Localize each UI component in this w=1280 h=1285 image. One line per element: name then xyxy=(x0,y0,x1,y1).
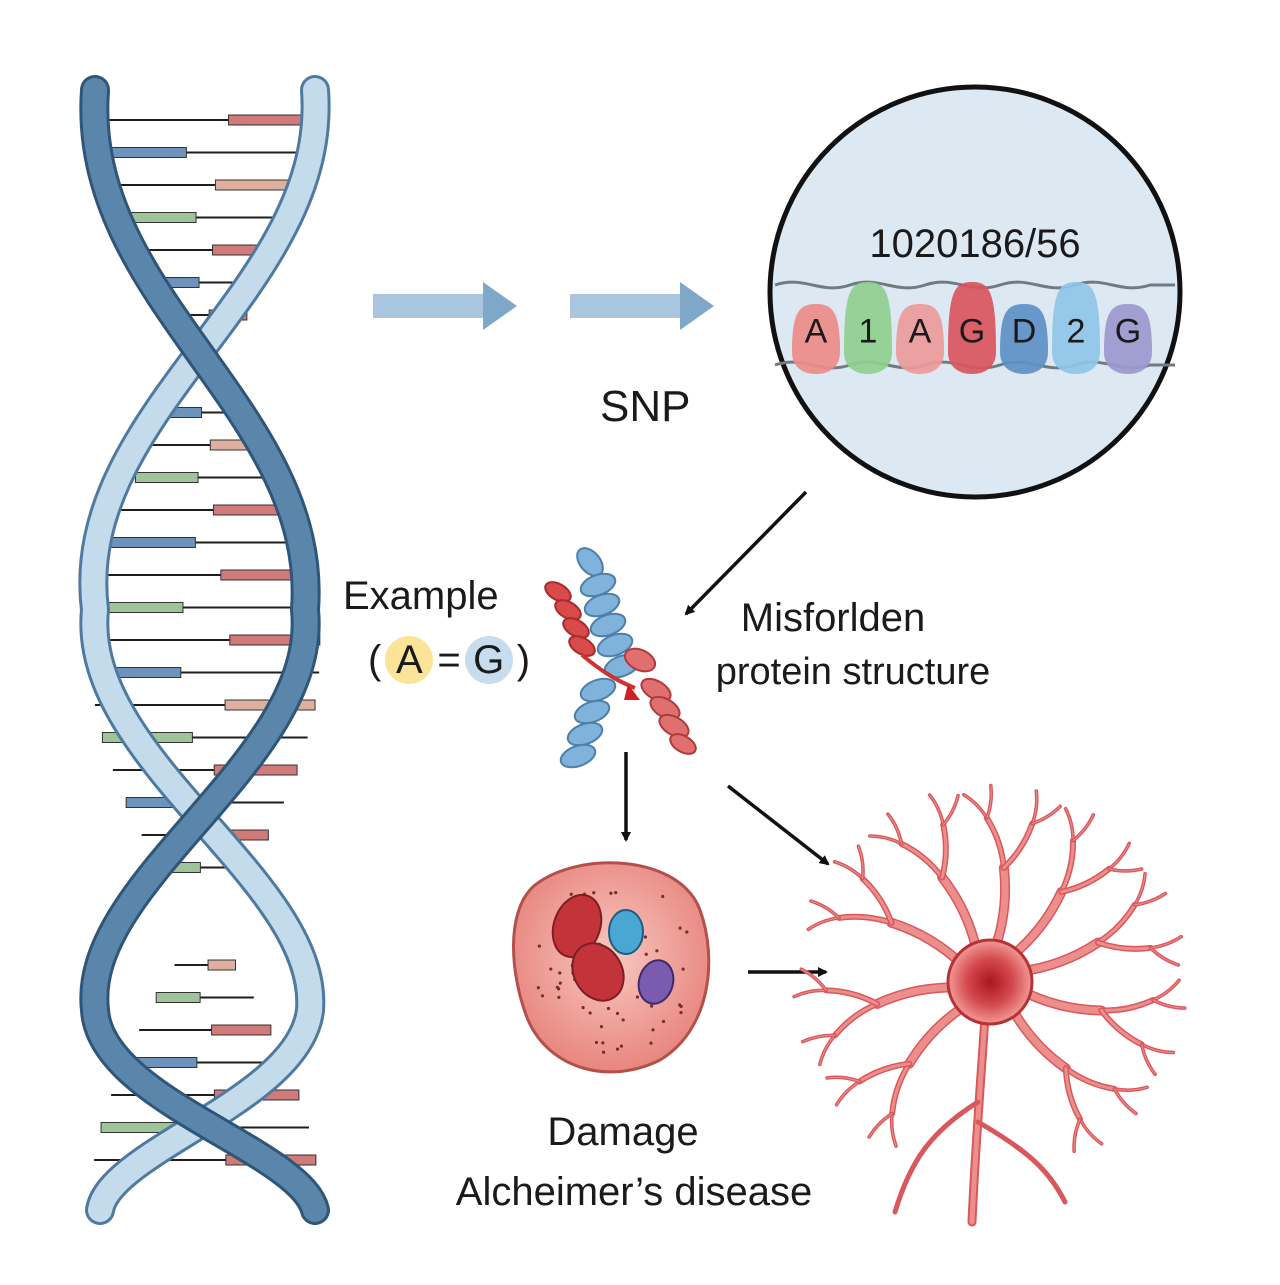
nucleotide-base xyxy=(1104,304,1152,374)
snp-zoom-circle xyxy=(767,84,1183,500)
misfolded-protein-icon xyxy=(544,547,697,769)
damage-label: Damage xyxy=(547,1110,699,1154)
snp-label: SNP xyxy=(600,382,691,431)
nucleotide-letter: G xyxy=(958,312,986,351)
nucleotide-base xyxy=(1052,282,1100,374)
base-pair-segment xyxy=(211,1024,272,1036)
misfolded-label-line1: Misforlden xyxy=(740,596,926,640)
snp-id-text: 1020186/56 xyxy=(869,222,1081,266)
snp-arrow-2 xyxy=(570,282,714,330)
base-pair-segment xyxy=(134,472,199,483)
nucleotide-letter: 1 xyxy=(858,312,878,351)
disease-label: Alcheimer’s disease xyxy=(455,1170,813,1214)
nucleotide-letter: A xyxy=(804,312,828,351)
dna-base-pairs xyxy=(90,114,321,1166)
flow-arrows xyxy=(621,490,830,977)
allele-g-badge: G xyxy=(464,636,513,684)
misfolded-label-line2: protein structure xyxy=(715,651,991,693)
nucleotide-letter: D xyxy=(1011,312,1037,351)
paren-open: ( xyxy=(368,637,382,682)
allele-a-badge: A xyxy=(385,636,434,684)
nucleotide-letter: G xyxy=(1114,312,1142,351)
base-pair-segment xyxy=(155,992,201,1003)
snp-arrow-1 xyxy=(373,282,517,330)
neuron-icon xyxy=(792,783,1187,1227)
base-pair-segment xyxy=(108,537,196,548)
dna-double-helix xyxy=(78,75,331,1225)
nucleotide-letter: A xyxy=(908,312,932,351)
example-equation: ( A = G ) xyxy=(368,636,530,684)
nucleotide-base xyxy=(844,282,892,374)
example-label: Example xyxy=(343,574,499,618)
nucleotide-base xyxy=(792,304,840,374)
arrow-zoom-to-protein xyxy=(684,490,808,616)
equals-sign: = xyxy=(437,637,461,682)
paren-close: ) xyxy=(516,637,531,682)
neuron-soma xyxy=(946,938,1034,1026)
base-pair-segment xyxy=(207,959,236,971)
nucleotide-letter: 2 xyxy=(1066,312,1086,351)
nucleotide-base xyxy=(896,304,944,374)
base-pair-segment xyxy=(229,634,321,646)
nucleotide-sequence xyxy=(792,282,1152,374)
damaged-cell-icon xyxy=(512,861,711,1074)
nucleotide-base xyxy=(1000,304,1048,374)
arrow-protein-to-neuron xyxy=(726,784,830,866)
nucleotide-base xyxy=(948,282,996,374)
